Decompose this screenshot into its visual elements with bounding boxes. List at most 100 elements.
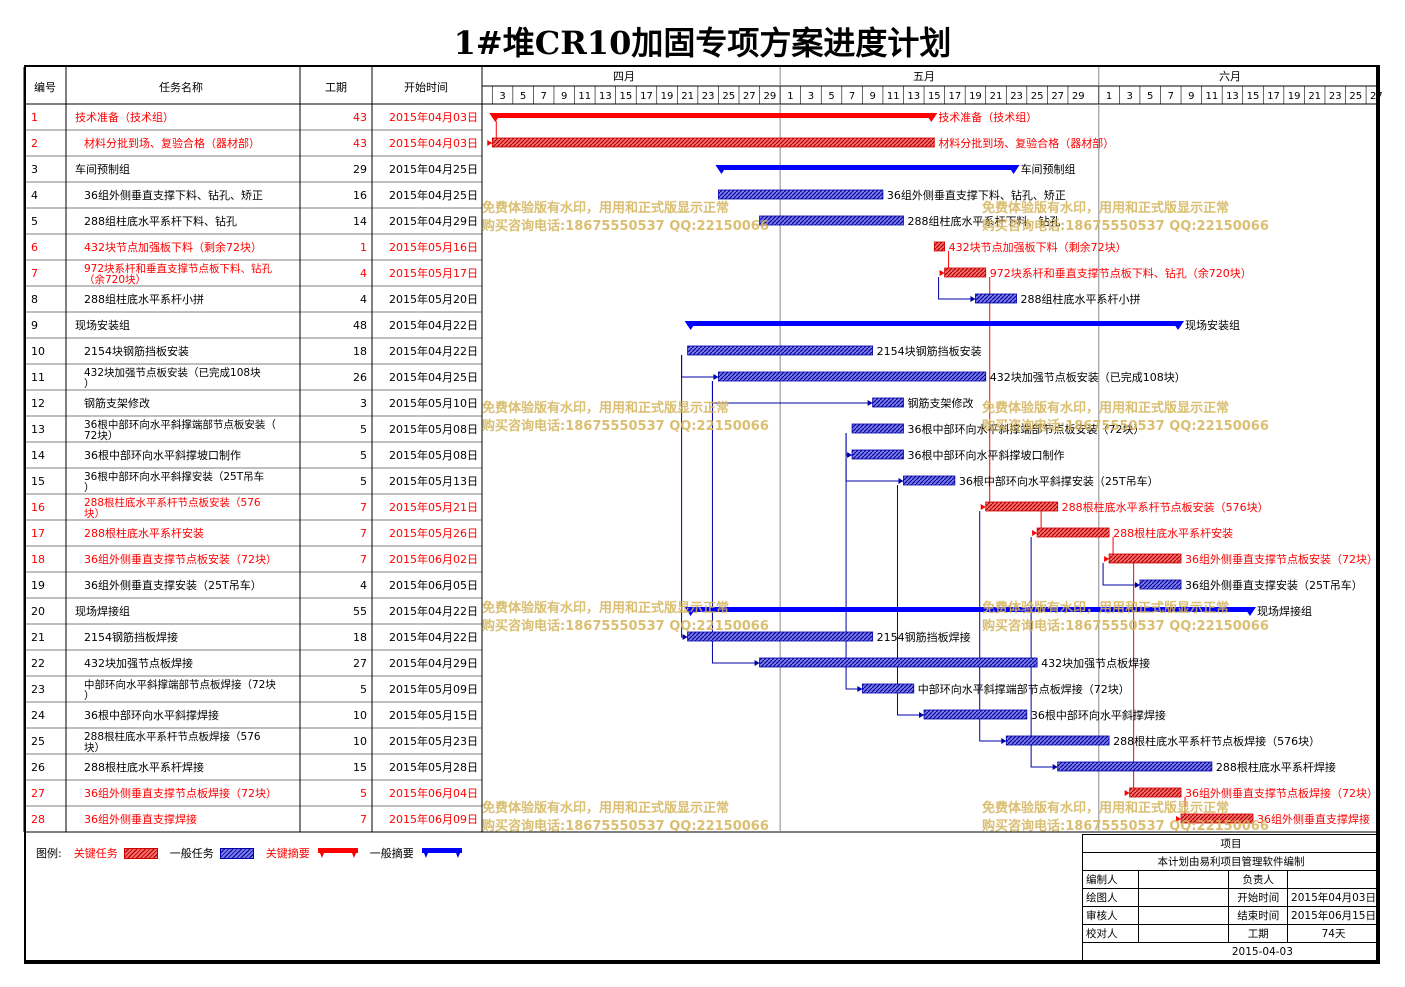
task-name-cont: 块） (84, 508, 105, 520)
dependency-arrow (754, 660, 760, 666)
task-bar (687, 631, 874, 642)
bar-label: 材料分批到场、复验合格（器材部） (938, 136, 1114, 150)
task-name: 432块加强节点板焊接 (84, 656, 193, 670)
task-bar (933, 241, 946, 252)
bar-label: 288组柱底水平系杆下料、钻孔 (907, 214, 1060, 228)
info-proofreader: 校对人 (1081, 924, 1140, 943)
task-bar (1005, 735, 1110, 746)
legend-critical-summary-icon (317, 848, 358, 858)
task-start: 2015年04月25日 (389, 188, 478, 202)
summary-cap (684, 321, 697, 330)
task-start: 2015年05月15日 (389, 708, 478, 722)
dependency-link (681, 355, 719, 378)
task-name: 36组外侧垂直支撑节点板焊接（72块） (84, 786, 277, 800)
bar-label: 432块加强节点板焊接 (1041, 656, 1150, 670)
task-duration: 15 (353, 761, 367, 774)
task-start: 2015年05月17日 (389, 266, 478, 280)
task-id: 28 (31, 813, 45, 826)
task-id: 7 (31, 267, 38, 280)
day-tick-label: 17 (1267, 91, 1280, 102)
task-name: 36组外侧垂直支撑安装（25T吊车） (84, 578, 262, 592)
dependency-arrow (939, 270, 945, 276)
task-duration: 3 (360, 397, 367, 410)
task-duration: 1 (360, 241, 367, 254)
task-bar (1057, 761, 1213, 772)
task-name: 36组外侧垂直支撑下料、钻孔、矫正 (84, 188, 263, 202)
legend-critical-swatch (123, 847, 158, 859)
dependency-arrow (713, 374, 719, 380)
dependency-arrow (1124, 790, 1130, 796)
task-duration: 7 (360, 501, 367, 514)
task-id: 24 (31, 709, 45, 722)
task-duration: 26 (353, 371, 367, 384)
task-id: 9 (31, 319, 38, 332)
task-name: 432块节点加强板下料（剩余72块） (84, 240, 262, 254)
task-name: 现场安装组 (75, 318, 130, 332)
gantt-frame (24, 65, 1380, 964)
task-name: 288组柱底水平系杆小拼 (84, 292, 204, 306)
task-start: 2015年05月16日 (389, 240, 478, 254)
header-id: 编号 (34, 80, 56, 94)
day-tick-label: 21 (990, 91, 1003, 102)
legend: 图例: 关键任务 一般任务 关键摘要 一般摘要 (36, 845, 464, 861)
task-duration: 5 (360, 423, 367, 436)
task-duration: 16 (353, 189, 367, 202)
task-duration: 5 (360, 683, 367, 696)
task-name: 2154块钢筋挡板安装 (84, 344, 189, 358)
summary-bar (687, 321, 1182, 326)
day-tick-label: 1 (787, 91, 793, 102)
dependency-arrow (847, 452, 853, 458)
task-id: 26 (31, 761, 45, 774)
dependency-link (845, 433, 853, 456)
bar-label: 288根柱底水平系杆安装 (1113, 526, 1233, 540)
dependency-arrow (487, 140, 493, 146)
dependency-link (1030, 537, 1058, 768)
task-name: 288根柱底水平系杆安装 (84, 526, 204, 540)
task-start: 2015年05月13日 (389, 474, 478, 488)
summary-cap (1007, 165, 1020, 174)
dependency-link (711, 381, 873, 404)
bar-label: 36组外侧垂直支撑焊接 (1257, 812, 1370, 826)
task-name: 36根中部环向水平斜撑坡口制作 (84, 448, 241, 462)
task-start: 2015年05月08日 (389, 422, 478, 436)
task-name: 技术准备（技术组） (75, 110, 174, 124)
summary-cap (684, 607, 697, 616)
bar-label: 2154块钢筋挡板安装 (877, 344, 982, 358)
legend-critical-summary: 关键摘要 (265, 847, 310, 860)
summary-cap (925, 113, 938, 122)
task-id: 19 (31, 579, 45, 592)
task-start: 2015年04月25日 (389, 370, 478, 384)
day-tick-label: 17 (640, 91, 653, 102)
summary-bar (687, 607, 1253, 612)
month-may: 五月 (913, 70, 935, 83)
bar-label: 车间预制组 (1021, 162, 1076, 176)
dependency-arrow (867, 400, 873, 406)
day-tick-label: 29 (763, 91, 776, 102)
bar-label: 中部环向水平斜撑端部节点板焊接（72块） (918, 682, 1130, 696)
day-tick-label: 9 (869, 91, 875, 102)
bar-label: 36根中部环向水平斜撑坡口制作 (907, 448, 1064, 462)
dependency-link (979, 511, 1007, 742)
dependency-arrow (857, 686, 863, 692)
task-start: 2015年04月29日 (389, 656, 478, 670)
task-duration: 4 (360, 267, 367, 280)
day-tick-label: 23 (702, 91, 715, 102)
header-duration: 工期 (325, 81, 347, 94)
task-id: 13 (31, 423, 45, 436)
legend-label: 图例: (36, 847, 62, 860)
dependency-link (845, 459, 904, 482)
legend-normal-swatch (219, 847, 254, 859)
task-bar (923, 709, 1028, 720)
task-duration: 55 (353, 605, 367, 618)
day-tick-label: 21 (1308, 91, 1321, 102)
task-start: 2015年05月23日 (389, 734, 478, 748)
task-bar (718, 189, 884, 200)
task-duration: 27 (353, 657, 367, 670)
task-duration: 43 (353, 111, 367, 124)
task-start: 2015年04月29日 (389, 214, 478, 228)
task-start: 2015年05月26日 (389, 526, 478, 540)
dependency-link (1129, 563, 1135, 794)
task-duration: 43 (353, 137, 367, 150)
task-bar (1129, 787, 1182, 798)
day-tick-label: 27 (1051, 91, 1064, 102)
